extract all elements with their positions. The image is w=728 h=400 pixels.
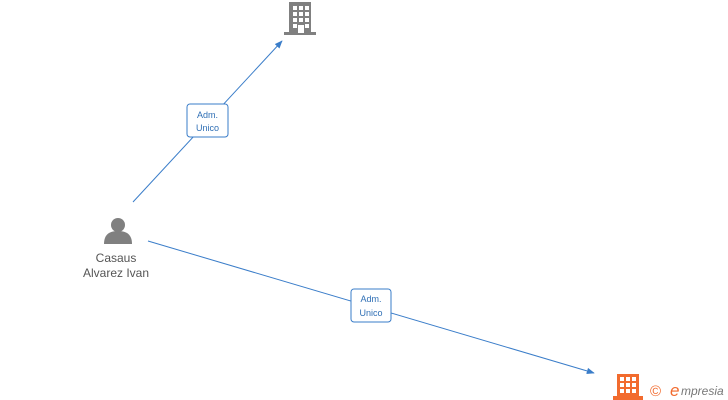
copyright-symbol: ©	[650, 383, 661, 400]
person-name-line1: Casaus	[96, 251, 137, 265]
person-icon	[104, 218, 132, 244]
building-windows	[293, 6, 309, 33]
edge-label[interactable]: Adm. Unico	[186, 103, 229, 138]
building-windows	[620, 377, 636, 393]
company-node-2[interactable]	[613, 374, 643, 400]
brand-text: mpresia	[681, 384, 724, 398]
edge-label[interactable]: Adm. Unico	[350, 288, 392, 323]
edge-label-line1: Adm.	[360, 294, 381, 304]
edge-adm-unico-1: Adm. Unico	[132, 40, 283, 203]
person-name-line2: Alvarez Ivan	[83, 266, 149, 280]
empresia-watermark: © e mpresia	[650, 381, 724, 400]
edge-label-line2: Unico	[359, 308, 382, 318]
company-node-1[interactable]	[284, 2, 316, 35]
person-node[interactable]: Casaus Alvarez Ivan	[83, 218, 149, 280]
edge-label-line1: Adm.	[197, 110, 218, 120]
edge-adm-unico-2: Adm. Unico	[147, 240, 595, 375]
edge-label-line2: Unico	[196, 123, 219, 133]
brand-initial: e	[670, 381, 679, 400]
